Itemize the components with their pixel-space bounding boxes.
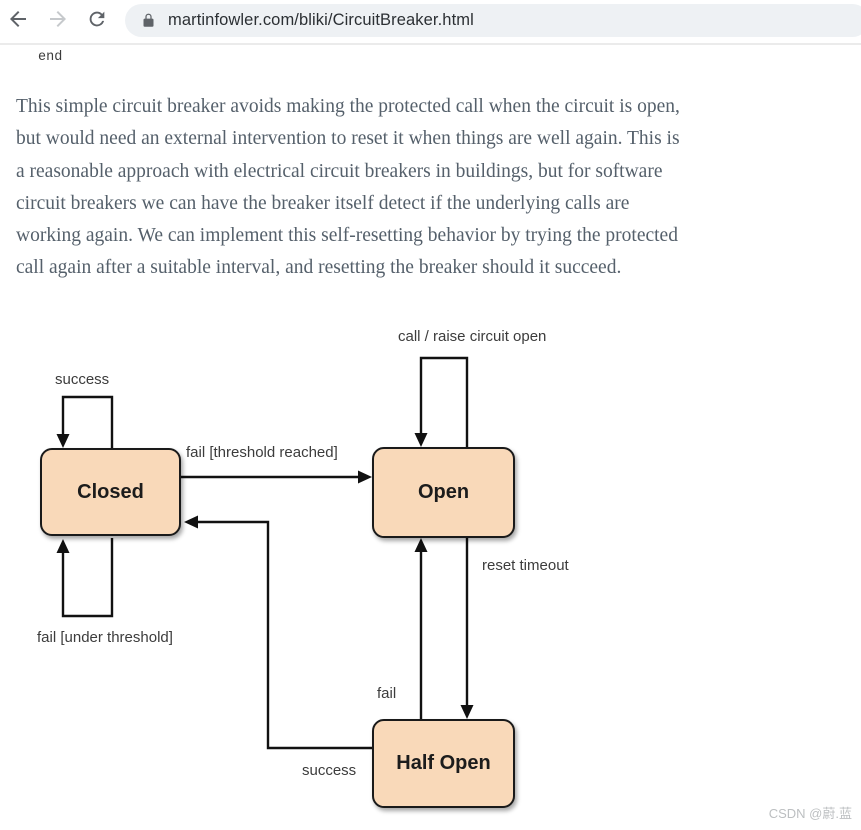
state-closed: Closed [40, 448, 181, 536]
article-paragraph: This simple circuit breaker avoids makin… [16, 91, 861, 285]
transition-label-call-raise-circuit-open: call / raise circuit open [398, 328, 547, 345]
forward-button[interactable] [45, 8, 71, 34]
lock-icon[interactable] [141, 13, 156, 28]
forward-arrow-icon [46, 7, 70, 36]
paragraph-line: circuit breakers we can have the breaker… [16, 192, 630, 214]
state-open-label: Open [417, 481, 470, 503]
paragraph-line: working again. We can implement this sel… [16, 225, 678, 247]
paragraph-line: call again after a suitable interval, an… [16, 257, 622, 279]
paragraph-line: but would need an external intervention … [16, 128, 680, 150]
browser-toolbar: martinfowler.com/bliki/CircuitBreaker.ht… [0, 0, 861, 45]
address-bar[interactable]: martinfowler.com/bliki/CircuitBreaker.ht… [125, 4, 861, 37]
transition-label-halfopen-success: success [302, 762, 357, 779]
transition-label-fail-threshold-reached: fail [threshold reached] [186, 444, 338, 461]
transition-label-fail: fail [377, 685, 397, 702]
code-fragment-end: end [38, 50, 63, 65]
state-closed-label: Closed [77, 480, 144, 503]
transition-label-fail-under-threshold: fail [under threshold] [37, 629, 173, 646]
state-half-open: Half Open [372, 719, 515, 808]
state-half-open-label: Half Open [396, 752, 491, 774]
transition-label-reset-timeout: reset timeout [482, 557, 569, 574]
paragraph-line: a reasonable approach with electrical ci… [16, 160, 663, 182]
csdn-watermark: CSDN @蔚.蓝 [768, 806, 852, 821]
url-text: martinfowler.com/bliki/CircuitBreaker.ht… [168, 11, 474, 29]
paragraph-line: This simple circuit breaker avoids makin… [16, 96, 680, 117]
state-open: Open [372, 447, 515, 538]
back-button[interactable] [5, 8, 31, 34]
transition-label-closed-success: success [55, 371, 110, 388]
back-arrow-icon [6, 7, 30, 36]
